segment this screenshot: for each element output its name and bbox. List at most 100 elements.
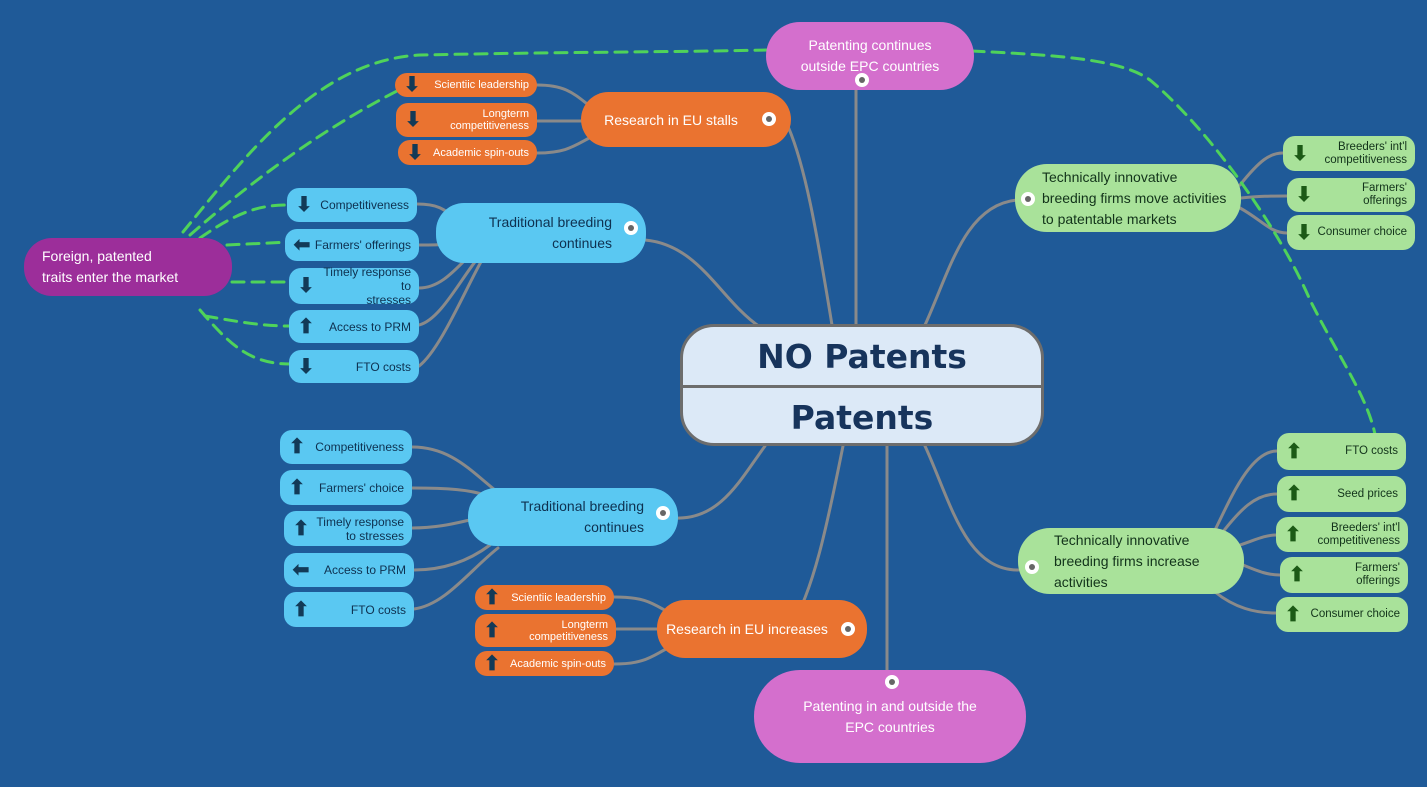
collapse-toggle-icon[interactable] xyxy=(656,506,670,520)
leaf-longterm-competitiveness[interactable]: ⬇ Longterm competitiveness xyxy=(396,103,537,137)
leaf-label: Longterm competitiveness xyxy=(450,108,529,132)
leaf-label: Farmers' offerings xyxy=(1361,182,1407,207)
research-increases-label: Research in EU increases xyxy=(666,621,828,637)
dashed-link-foreign-top xyxy=(181,48,770,234)
arrow-up-icon: ⬆ xyxy=(1284,603,1302,626)
leaf-label: Academic spin-outs xyxy=(510,657,606,670)
arrow-down-icon: ⬇ xyxy=(1291,142,1309,165)
collapse-toggle-icon[interactable] xyxy=(855,73,869,87)
leaf-competitiveness-up[interactable]: ⬆ Competitiveness xyxy=(280,430,412,464)
leaf-academic-spin-outs[interactable]: ⬇ Academic spin-outs xyxy=(398,140,537,165)
leaf-label: Timely response to stresses xyxy=(316,514,404,543)
leaf-label: Access to PRM xyxy=(328,319,411,334)
arrow-down-icon: ⬇ xyxy=(406,141,424,164)
arrow-up-icon: ⬆ xyxy=(288,476,306,499)
leaf-farmers-offerings-green[interactable]: ⬇ Farmers' offerings xyxy=(1287,178,1415,212)
link-center-trad-top xyxy=(643,238,762,329)
collapse-toggle-icon[interactable] xyxy=(624,221,638,235)
leaf-label: Scientiic leadership xyxy=(434,79,529,91)
leaf-label: Farmers' offerings xyxy=(314,238,411,252)
leaf-breeders-competitiveness-up[interactable]: ⬆ Breeders' int'l competitiveness xyxy=(1276,517,1408,552)
trad-breeding-bottom-label: Traditional breeding continues xyxy=(520,498,644,535)
arrow-down-icon: ⬇ xyxy=(295,194,313,216)
leaf-label: Consumer choice xyxy=(1310,608,1400,620)
leaf-academic-spin-outs-up[interactable]: ⬆ Academic spin-outs xyxy=(475,651,614,676)
leaf-fto-costs[interactable]: ⬇ FTO costs xyxy=(289,350,419,383)
leaf-seed-prices[interactable]: ⬆ Seed prices xyxy=(1277,476,1406,512)
central-node[interactable]: NO Patents Patents xyxy=(680,324,1044,446)
leaf-access-to-prm[interactable]: ⬆ Access to PRM xyxy=(289,310,419,343)
arrow-up-icon: ⬆ xyxy=(292,598,310,621)
link-center-tech-move xyxy=(923,198,1019,327)
collapse-toggle-icon[interactable] xyxy=(885,675,899,689)
collapse-toggle-icon[interactable] xyxy=(1021,192,1035,206)
arrow-down-icon: ⬇ xyxy=(1295,221,1313,244)
collapse-toggle-icon[interactable] xyxy=(762,112,776,126)
leaf-consumer-choice[interactable]: ⬇ Consumer choice xyxy=(1287,215,1415,250)
trad-breeding-top-node[interactable]: Traditional breeding continues xyxy=(436,203,646,263)
leaf-farmers-choice[interactable]: ⬆ Farmers' choice xyxy=(280,470,412,505)
leaf-label: FTO costs xyxy=(1345,445,1398,457)
arrow-left-icon: ⬅ xyxy=(292,559,310,581)
leaf-breeders-competitiveness[interactable]: ⬇ Breeders' int'l competitiveness xyxy=(1283,136,1415,171)
dashed-link-top-right xyxy=(970,49,1378,442)
link-center-tech-inc xyxy=(923,444,1020,572)
leaf-farmers-offerings-up[interactable]: ⬆ Farmers' offerings xyxy=(1280,557,1408,593)
leaf-fto-costs-up[interactable]: ⬆ FTO costs xyxy=(284,592,414,627)
foreign-traits-node[interactable]: Foreign, patented traits enter the marke… xyxy=(24,238,232,296)
research-increases-node[interactable]: Research in EU increases xyxy=(657,600,867,658)
leaf-access-to-prm-left[interactable]: ⬅ Access to PRM xyxy=(284,553,414,587)
leaf-label: FTO costs xyxy=(355,359,411,374)
link-center-trad-bottom xyxy=(673,444,767,520)
research-stalls-label: Research in EU stalls xyxy=(604,111,738,128)
arrow-up-icon: ⬆ xyxy=(1285,483,1303,505)
foreign-traits-label: Foreign, patented traits enter the marke… xyxy=(42,248,179,285)
patenting-continues-label: Patenting continues outside EPC countrie… xyxy=(800,37,940,74)
leaf-farmers-offerings[interactable]: ⬅ Farmers' offerings xyxy=(285,229,419,261)
tech-move-label: Technically innovative breeding firms mo… xyxy=(1042,168,1227,227)
leaf-label: Longterm competitiveness xyxy=(529,618,608,643)
leaf-scientific-leadership[interactable]: ⬇ Scientiic leadership xyxy=(395,73,537,97)
dashed-link-foreign-prm xyxy=(203,314,292,328)
leaf-label: Farmers' choice xyxy=(319,480,404,495)
arrow-up-icon: ⬆ xyxy=(1288,564,1306,586)
arrow-up-icon: ⬆ xyxy=(483,652,501,675)
arrow-down-icon: ⬇ xyxy=(297,275,315,297)
arrow-up-icon: ⬆ xyxy=(483,586,501,609)
leaf-timely-response[interactable]: ⬇ Timely response to stresses xyxy=(289,265,419,307)
leaf-label: Competitiveness xyxy=(320,198,409,212)
leaf-fto-costs-green[interactable]: ⬆ FTO costs xyxy=(1277,433,1406,470)
leaf-consumer-choice-up[interactable]: ⬆ Consumer choice xyxy=(1276,597,1408,632)
leaf-label: Access to PRM xyxy=(323,563,406,577)
arrow-up-icon: ⬆ xyxy=(288,436,306,458)
leaf-timely-response-up[interactable]: ⬆ Timely response to stresses xyxy=(284,511,412,546)
leaf-label: Consumer choice xyxy=(1317,226,1407,238)
leaf-label: Academic spin-outs xyxy=(433,146,529,159)
arrow-down-icon: ⬇ xyxy=(403,74,421,96)
collapse-toggle-icon[interactable] xyxy=(841,622,855,636)
patenting-continues-node[interactable]: Patenting continues outside EPC countrie… xyxy=(766,22,974,90)
collapse-toggle-icon[interactable] xyxy=(1025,560,1039,574)
arrow-up-icon: ⬆ xyxy=(483,619,501,642)
dashed-link-foreign-competitiveness xyxy=(198,203,290,240)
trad-breeding-bottom-node[interactable]: Traditional breeding continues xyxy=(468,488,678,546)
dashed-link-foreign-offerings xyxy=(225,240,292,247)
arrow-up-icon: ⬆ xyxy=(297,315,315,338)
leaf-longterm-competitiveness-up[interactable]: ⬆ Longterm competitiveness xyxy=(475,614,616,647)
leaf-label: Competitiveness xyxy=(315,440,404,454)
leaf-label: FTO costs xyxy=(350,602,406,617)
tech-move-node[interactable]: Technically innovative breeding firms mo… xyxy=(1015,164,1241,232)
arrow-up-icon: ⬆ xyxy=(292,517,310,540)
leaf-label: Seed prices xyxy=(1337,487,1398,500)
tech-increase-label: Technically innovative breeding firms in… xyxy=(1054,531,1200,590)
tech-increase-node[interactable]: Technically innovative breeding firms in… xyxy=(1018,528,1244,594)
leaf-label: Breeders' int'l competitiveness xyxy=(1317,521,1400,547)
central-divider xyxy=(683,385,1041,388)
leaf-competitiveness[interactable]: ⬇ Competitiveness xyxy=(287,188,417,222)
arrow-left-down-icon: ⬅ xyxy=(293,234,311,256)
research-stalls-node[interactable]: Research in EU stalls xyxy=(581,92,791,147)
leaf-scientific-leadership-up[interactable]: ⬆ Scientiic leadership xyxy=(475,585,614,610)
central-node-bottom: Patents xyxy=(790,397,934,437)
arrow-up-icon: ⬆ xyxy=(1284,523,1302,546)
